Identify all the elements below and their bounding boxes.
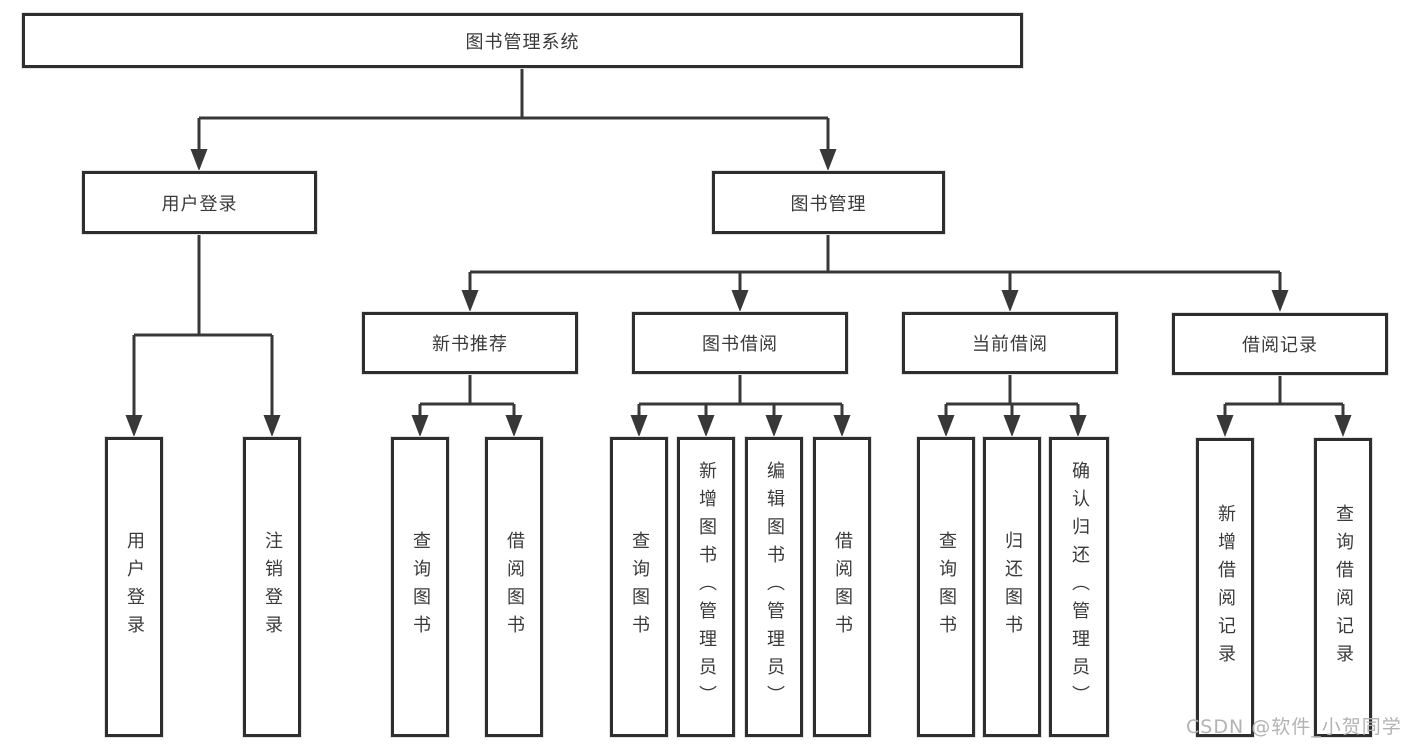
node-new-book-recommend: 新书推荐 [362, 312, 578, 374]
node-user-login-label: 用户登录 [161, 193, 238, 215]
leaf-label: 编辑图书（管理员） [764, 461, 785, 713]
leaf-label: 归还图书 [1002, 531, 1023, 643]
leaf-label: 查询图书 [410, 531, 431, 643]
leaf-query-borrow-record: 查询借阅记录 [1314, 438, 1372, 737]
node-root-label: 图书管理系统 [465, 31, 580, 53]
leaf-user-login: 用户登录 [105, 437, 163, 737]
node-new-book-recommend-label: 新书推荐 [432, 334, 508, 355]
node-book-management-label: 图书管理 [790, 193, 867, 215]
leaf-edit-book-admin: 编辑图书（管理员） [745, 437, 803, 737]
node-user-login: 用户登录 [82, 171, 317, 234]
leaf-add-book-admin: 新增图书（管理员） [677, 437, 735, 737]
leaf-label: 新增图书（管理员） [696, 461, 717, 713]
leaf-query-book-1: 查询图书 [391, 437, 449, 737]
leaf-borrow-book-1: 借阅图书 [485, 437, 543, 737]
node-root: 图书管理系统 [22, 13, 1023, 68]
node-borrow-records: 借阅记录 [1172, 313, 1388, 375]
node-book-borrow: 图书借阅 [632, 312, 848, 374]
leaf-label: 借阅图书 [504, 531, 525, 643]
node-borrow-records-label: 借阅记录 [1242, 335, 1318, 356]
csdn-watermark: CSDN @软件_小贺同学 [1186, 716, 1402, 738]
leaf-confirm-return-admin: 确认归还（管理员） [1049, 437, 1109, 737]
leaf-query-book-3: 查询图书 [917, 437, 975, 737]
leaf-borrow-book-2: 借阅图书 [813, 437, 871, 737]
node-current-borrow: 当前借阅 [902, 312, 1118, 374]
leaf-label: 查询图书 [936, 531, 957, 643]
leaf-label: 查询图书 [629, 531, 650, 643]
leaf-label: 确认归还（管理员） [1069, 461, 1090, 713]
leaf-return-book: 归还图书 [983, 437, 1041, 737]
leaf-label: 用户登录 [124, 531, 145, 643]
node-book-borrow-label: 图书借阅 [702, 334, 778, 355]
arrowheads [125, 149, 1352, 437]
leaf-label: 借阅图书 [832, 531, 853, 643]
leaf-add-borrow-record: 新增借阅记录 [1196, 438, 1254, 737]
leaf-label: 注销登录 [262, 531, 283, 643]
leaf-query-book-2: 查询图书 [610, 437, 668, 737]
node-book-management: 图书管理 [712, 171, 945, 234]
leaf-label: 查询借阅记录 [1333, 503, 1354, 672]
node-current-borrow-label: 当前借阅 [972, 334, 1048, 355]
leaf-logout: 注销登录 [243, 437, 301, 737]
leaf-label: 新增借阅记录 [1215, 503, 1236, 672]
